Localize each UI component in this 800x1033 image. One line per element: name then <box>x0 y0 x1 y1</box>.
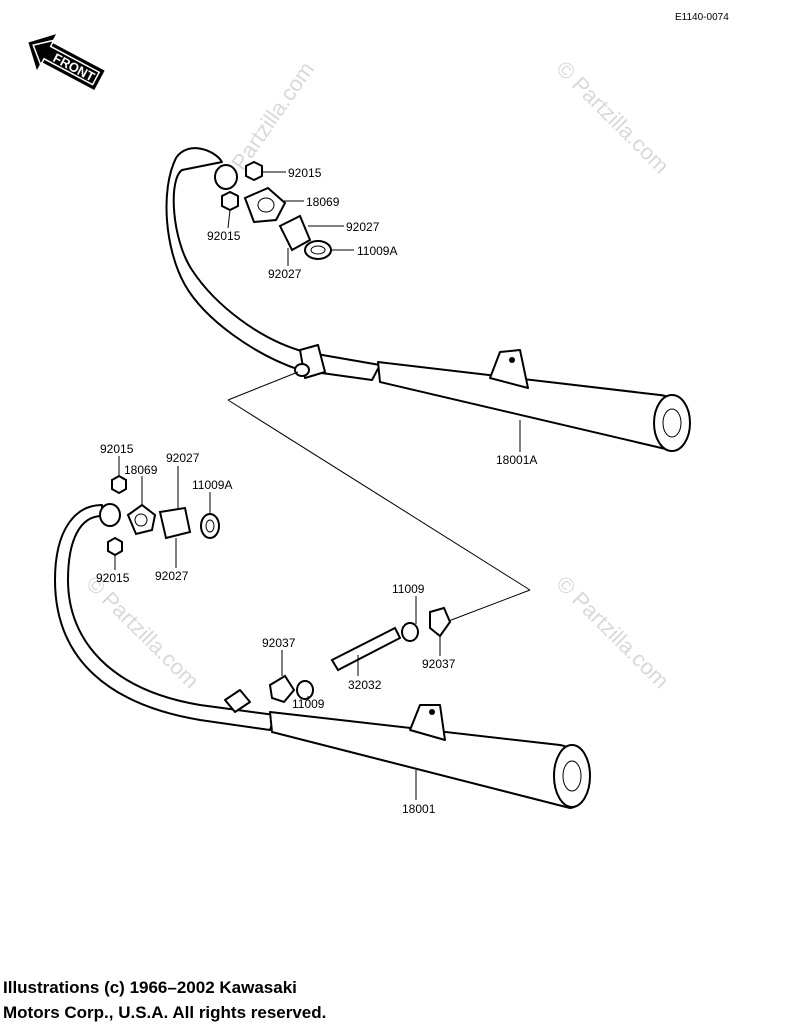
label-92027-upper-right: 92027 <box>346 220 380 234</box>
label-92037-right: 92037 <box>422 657 456 671</box>
lower-clamp-right <box>429 606 452 638</box>
lower-balance-pipe <box>330 626 402 672</box>
label-92015-lower-top: 92015 <box>100 442 134 456</box>
label-18069-upper: 18069 <box>306 195 340 209</box>
lower-gasket-11009-right <box>401 622 419 642</box>
label-92027-upper-bottom: 92027 <box>268 267 302 281</box>
lower-gasket <box>200 513 220 539</box>
lower-nut-bottom <box>107 536 123 557</box>
label-11009a-lower: 11009A <box>192 478 232 492</box>
lower-flange <box>126 503 157 536</box>
upper-mount-bracket <box>489 349 529 389</box>
label-92015-upper-top: 92015 <box>288 166 322 180</box>
label-92027-lower-bottom: 92027 <box>155 569 189 583</box>
copyright-notice: Illustrations (c) 1966–2002 Kawasaki Mot… <box>3 975 326 1025</box>
label-18001: 18001 <box>402 802 436 816</box>
lower-pipe-end <box>99 503 121 527</box>
upper-nut-left <box>221 190 239 212</box>
watermarks: © Partzilla.com © Partzilla.com © Partzi… <box>81 56 674 694</box>
lower-nut-top <box>111 474 127 495</box>
watermark-1: © Partzilla.com <box>551 56 674 179</box>
connector-lines <box>227 371 531 623</box>
lower-header-pipe <box>54 504 276 731</box>
upper-collar <box>278 214 312 252</box>
upper-nut-top <box>245 160 263 182</box>
upper-gasket <box>304 240 332 260</box>
label-92015-lower-bottom: 92015 <box>96 571 130 585</box>
diagram-code: E1140-0074 <box>675 12 729 23</box>
lower-gasket-11009-left <box>296 680 314 700</box>
lower-muffler-tip <box>553 744 591 808</box>
upper-header-pipe <box>165 147 381 381</box>
lower-small-parts <box>107 474 452 704</box>
front-arrow-icon: FRONT <box>28 34 105 91</box>
upper-muffler-body <box>377 361 687 451</box>
upper-flange <box>243 186 287 224</box>
lower-muffler-assembly <box>54 503 591 809</box>
upper-muffler-assembly <box>165 147 691 452</box>
upper-muffler-tip <box>653 394 691 452</box>
lower-collar <box>158 506 192 540</box>
lower-leaders <box>114 456 441 800</box>
label-92037-left: 92037 <box>262 636 296 650</box>
upper-small-parts <box>221 160 332 260</box>
copyright-line-2: Motors Corp., U.S.A. All rights reserved… <box>3 1003 327 1022</box>
label-11009-right: 11009 <box>392 582 425 596</box>
label-32032: 32032 <box>348 678 382 692</box>
label-18001a: 18001A <box>496 453 537 467</box>
upper-leaders <box>227 171 521 452</box>
label-92027-lower-top: 92027 <box>166 451 200 465</box>
label-11009-left: 11009 <box>292 697 325 711</box>
watermark-2: © Partzilla.com <box>551 571 674 694</box>
lower-balance-stub <box>224 689 251 713</box>
lower-clamp-left <box>268 674 296 704</box>
label-18069-lower: 18069 <box>124 463 158 477</box>
copyright-line-1: Illustrations (c) 1966–2002 Kawasaki <box>3 978 297 997</box>
label-92015-upper-left: 92015 <box>207 229 241 243</box>
label-11009a-upper: 11009A <box>357 244 397 258</box>
upper-pipe-end <box>214 164 238 190</box>
lower-mount-bracket <box>409 704 446 741</box>
